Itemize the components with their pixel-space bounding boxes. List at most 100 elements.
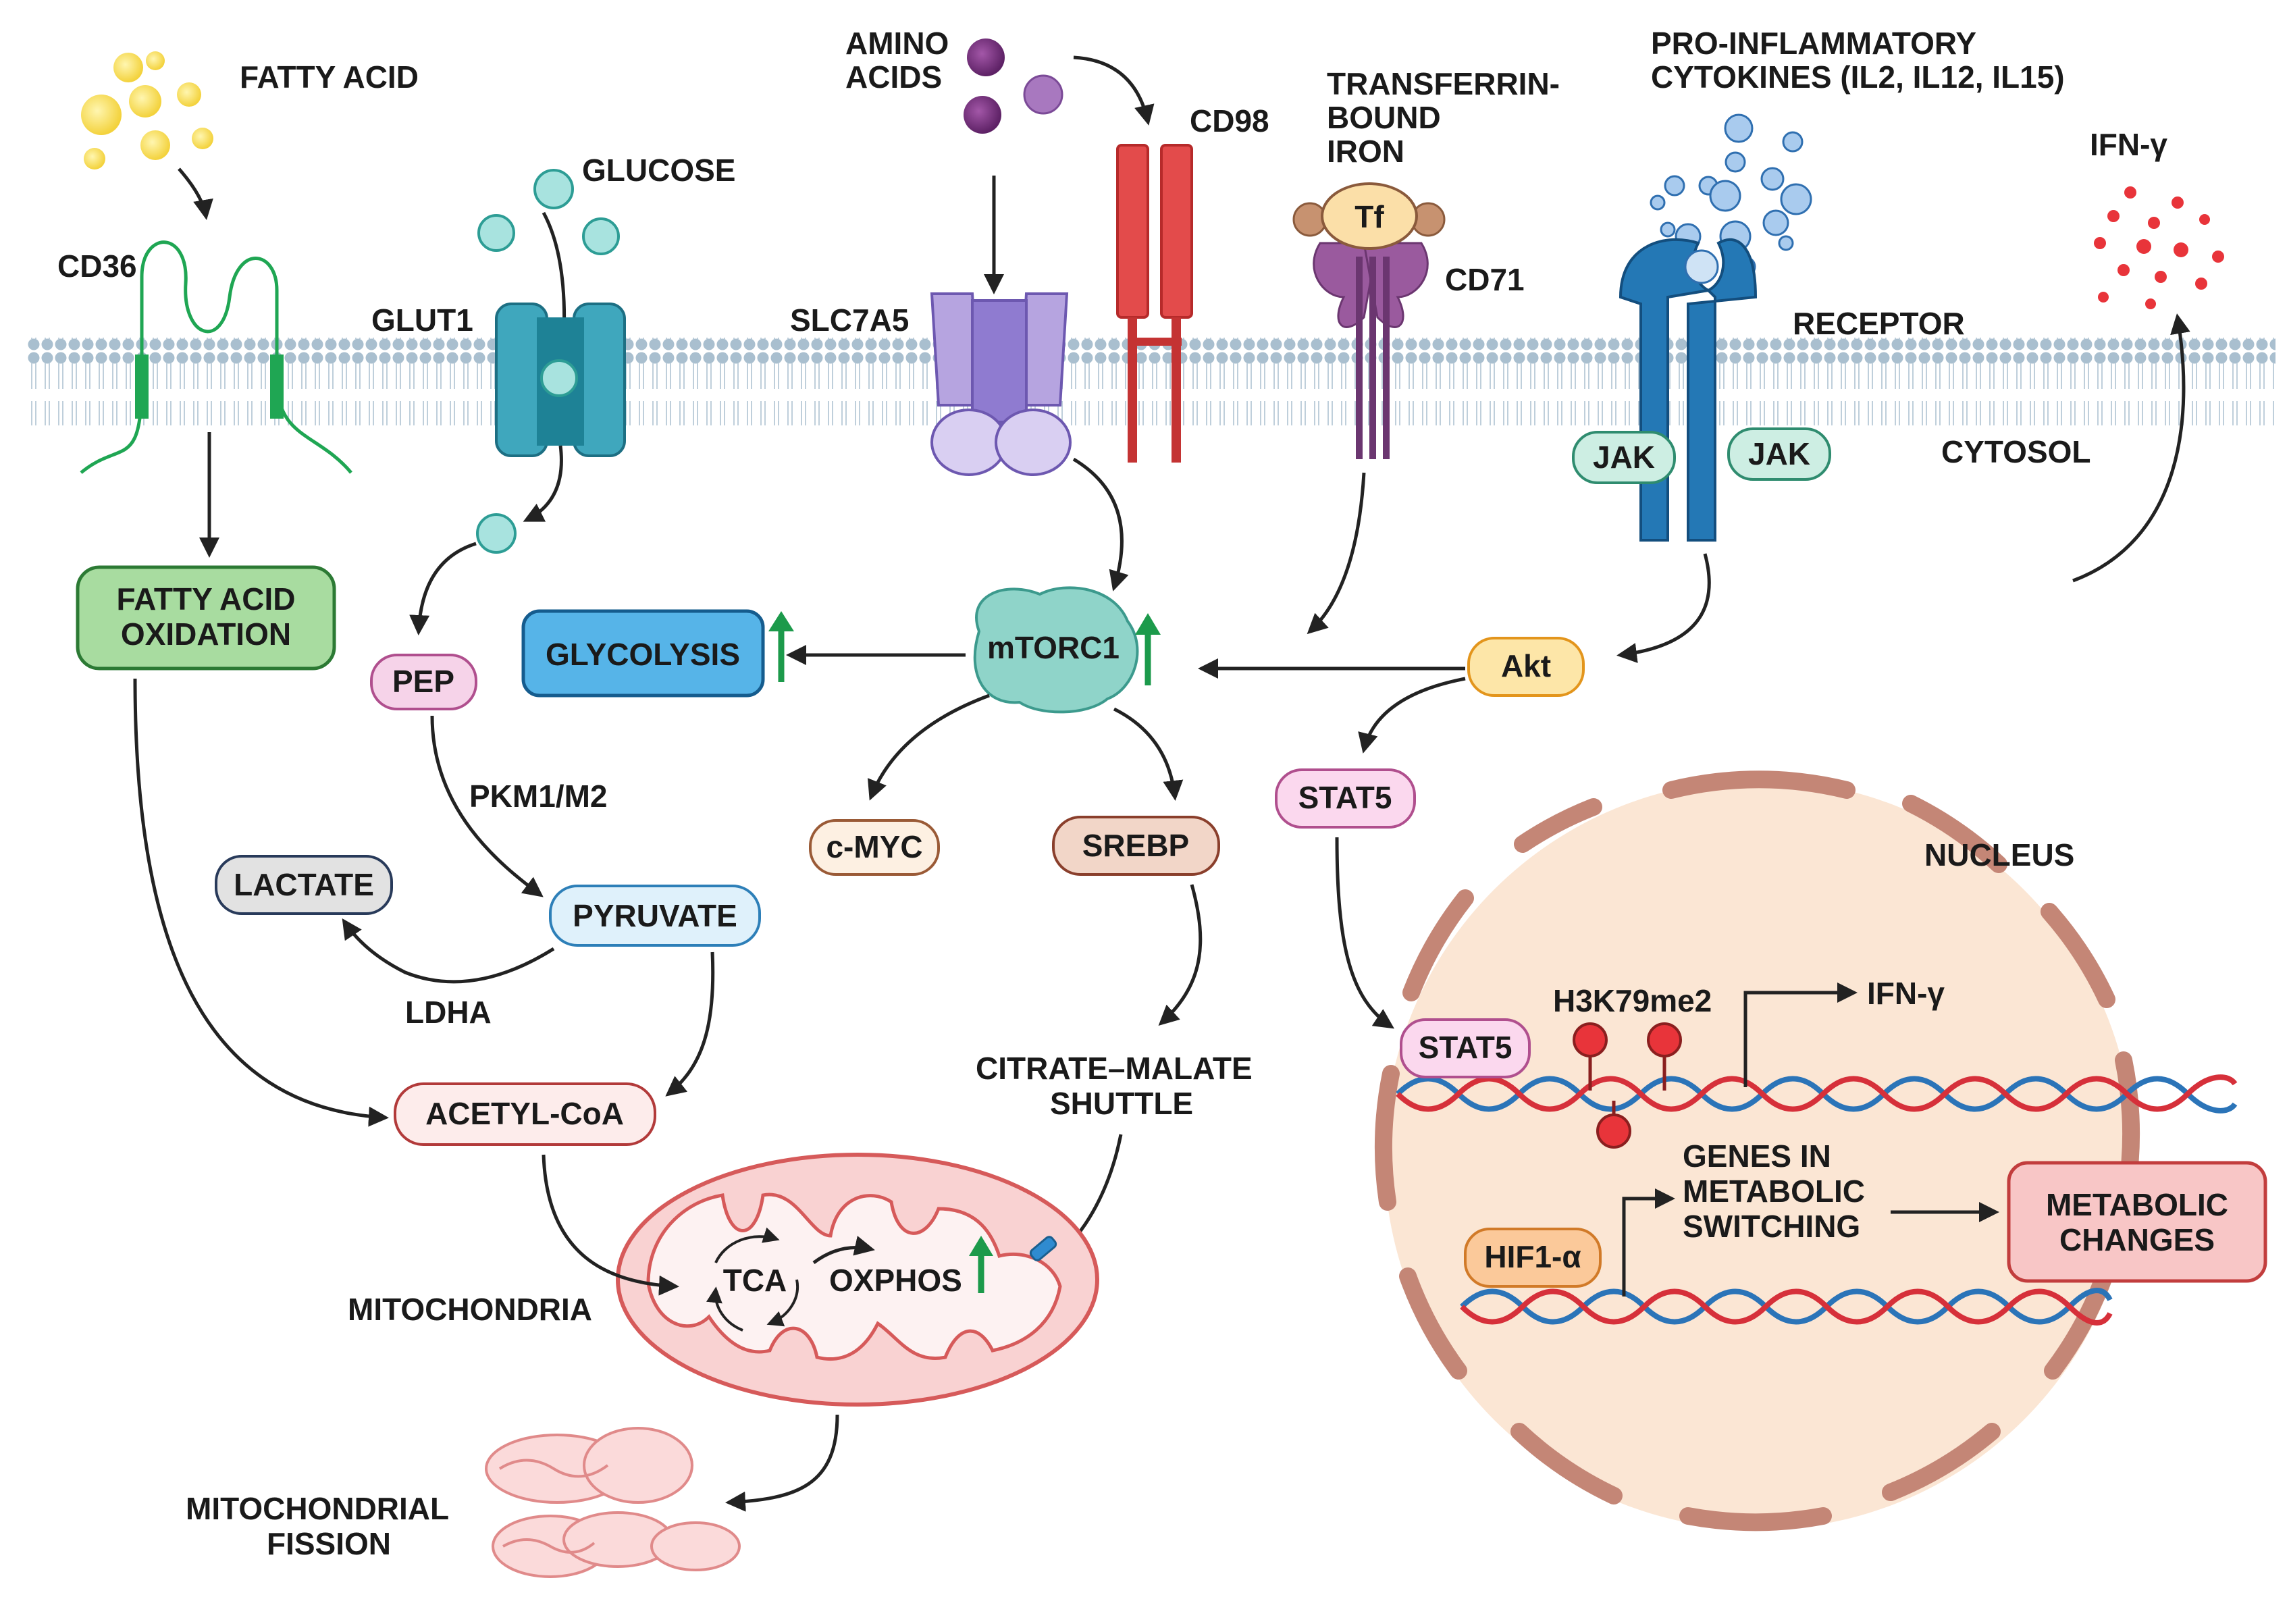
cytokines-label-1: PRO-INFLAMMATORY bbox=[1651, 26, 1976, 61]
arrow-hif-to-genes bbox=[1622, 1188, 1675, 1296]
fatty-acid-label: FATTY ACID bbox=[240, 59, 419, 95]
arrow-stat5-into-nucleus bbox=[1335, 837, 1394, 1029]
jak-right-box bbox=[1727, 427, 1831, 481]
arrow-aa-to-cd98 bbox=[1073, 55, 1155, 126]
arrow-glucose-to-pep bbox=[409, 542, 477, 635]
ifng-molecules bbox=[2094, 186, 2224, 309]
dna-strand-upper-2 bbox=[1396, 1074, 2238, 1112]
arrow-pyruvate-to-acetyl bbox=[665, 951, 715, 1097]
arrow-mito-to-fission bbox=[725, 1414, 839, 1512]
genes-label-3: SWITCHING bbox=[1683, 1209, 1860, 1244]
fatty-acid-droplets bbox=[81, 51, 213, 169]
glucose-molecules bbox=[477, 169, 620, 255]
fission-label-1: MITOCHONDRIAL bbox=[186, 1491, 449, 1526]
metabolic-changes-box bbox=[2007, 1161, 2267, 1283]
genes-label-2: METABOLIC bbox=[1683, 1174, 1865, 1209]
nucleus bbox=[1384, 780, 2134, 1529]
amino-acid-molecules bbox=[964, 38, 1063, 134]
citrate-shuttle-label-2: SHUTTLE bbox=[1050, 1086, 1193, 1121]
arrow-srebp-to-shuttle bbox=[1158, 884, 1203, 1026]
srebp-box bbox=[1052, 816, 1220, 876]
citrate-shuttle-label-1: CITRATE–MALATE bbox=[976, 1051, 1253, 1086]
akt-label: Akt bbox=[1501, 648, 1551, 683]
stat5-cytosol-box bbox=[1275, 768, 1416, 829]
fao-box bbox=[76, 565, 336, 671]
mtorc1-complex bbox=[973, 586, 1139, 714]
lactate-label: LACTATE bbox=[234, 867, 374, 902]
ldha-label: LDHA bbox=[405, 995, 492, 1030]
slc7a5-transporter bbox=[930, 292, 1072, 476]
cd98-protein bbox=[1116, 144, 1193, 463]
transferrin-label-3: IRON bbox=[1327, 134, 1404, 169]
oxphos-label: OXPHOS bbox=[829, 1263, 962, 1298]
cd71-receptor bbox=[1313, 242, 1429, 459]
glut1-transporter bbox=[495, 303, 626, 457]
arrow-mtorc1-to-cmyc bbox=[868, 693, 990, 801]
shuttle-transporter bbox=[1029, 1236, 1057, 1261]
genes-label-1: GENES IN bbox=[1683, 1138, 1831, 1174]
glut1-label: GLUT1 bbox=[371, 303, 473, 338]
nuclear-envelope bbox=[1374, 770, 2140, 1531]
cmyc-label: c-MYC bbox=[826, 829, 922, 864]
mitochondrion bbox=[616, 1153, 1099, 1407]
transferrin-label-2: BOUND bbox=[1327, 100, 1441, 135]
arrow-secretion-ifng bbox=[2072, 313, 2190, 583]
nucleus-label: NUCLEUS bbox=[1924, 837, 2074, 872]
tca-label: TCA bbox=[723, 1263, 787, 1298]
glycolysis-up-arrow-head bbox=[768, 611, 794, 631]
arrow-fa-to-cd36 bbox=[178, 167, 213, 220]
acetyl-coa-label: ACETYL-CoA bbox=[425, 1096, 624, 1131]
stat5-nucleus-label: STAT5 bbox=[1419, 1030, 1512, 1065]
arrow-pep-to-pyruvate bbox=[430, 715, 544, 897]
jak-right-label: JAK bbox=[1748, 436, 1810, 471]
pep-box bbox=[370, 654, 477, 710]
cd36-segment bbox=[270, 355, 284, 419]
cytokines-label-2: CYTOKINES (IL2, IL12, IL15) bbox=[1651, 59, 2065, 95]
pyruvate-label: PYRUVATE bbox=[573, 898, 737, 933]
h3k79me2-label: H3K79me2 bbox=[1553, 983, 1712, 1018]
oxphos-up-arrow-head bbox=[969, 1236, 993, 1256]
transferrin-protein bbox=[1321, 182, 1418, 250]
arrow-glut1-down bbox=[523, 445, 563, 522]
cmyc-box bbox=[809, 819, 940, 876]
stat5-cytosol-label: STAT5 bbox=[1298, 780, 1392, 815]
tca-cycle-arrows bbox=[706, 1227, 799, 1332]
amino-acids-label-2: ACIDS bbox=[845, 59, 942, 95]
jak-left-box bbox=[1572, 431, 1676, 484]
slc7a5-label: SLC7A5 bbox=[790, 303, 909, 338]
jak-left-label: JAK bbox=[1593, 440, 1655, 475]
arrow-tca-to-oxphos bbox=[812, 1236, 875, 1265]
akt-box bbox=[1467, 637, 1585, 697]
metabolic-changes-label-1: METABOLIC bbox=[2046, 1187, 2228, 1222]
mtorc1-label: mTORC1 bbox=[987, 630, 1120, 665]
arrow-transcription-ifng bbox=[1743, 983, 1858, 1087]
hif1a-box bbox=[1464, 1228, 1602, 1288]
hif1a-label: HIF1-α bbox=[1484, 1239, 1581, 1274]
metabolic-changes-label-2: CHANGES bbox=[2059, 1222, 2215, 1257]
tf-label: Tf bbox=[1354, 199, 1384, 234]
pkm-label: PKM1/M2 bbox=[469, 779, 607, 814]
pyruvate-box bbox=[549, 885, 761, 947]
dna-strand-lower-2 bbox=[1460, 1288, 2113, 1326]
fission-label-2: FISSION bbox=[267, 1526, 391, 1561]
arrow-acetyl-to-tca bbox=[542, 1154, 679, 1296]
glucose-label: GLUCOSE bbox=[582, 153, 735, 188]
stat5-nucleus-box bbox=[1400, 1018, 1531, 1078]
cd36-segment bbox=[135, 355, 149, 419]
glycolysis-box bbox=[521, 609, 765, 698]
arrow-akt-to-stat5 bbox=[1358, 677, 1466, 754]
fao-label-2: OXIDATION bbox=[121, 617, 291, 652]
methyl-marks bbox=[1573, 1022, 1682, 1149]
glycolysis-label: GLYCOLYSIS bbox=[546, 637, 740, 672]
plasma-membrane bbox=[27, 338, 2275, 425]
arrow-receptor-to-akt bbox=[1616, 553, 1711, 663]
acetyl-coa-box bbox=[394, 1082, 656, 1146]
cd71-label: CD71 bbox=[1445, 262, 1525, 297]
arrow-cd71-to-mtorc1 bbox=[1307, 472, 1366, 635]
lactate-box bbox=[215, 855, 393, 915]
receptor-label: RECEPTOR bbox=[1793, 306, 1965, 341]
cd36-label: CD36 bbox=[57, 248, 137, 284]
ifng-nucleus-label: IFN-γ bbox=[1867, 976, 1945, 1011]
arrow-pyruvate-to-lactate bbox=[342, 918, 555, 984]
